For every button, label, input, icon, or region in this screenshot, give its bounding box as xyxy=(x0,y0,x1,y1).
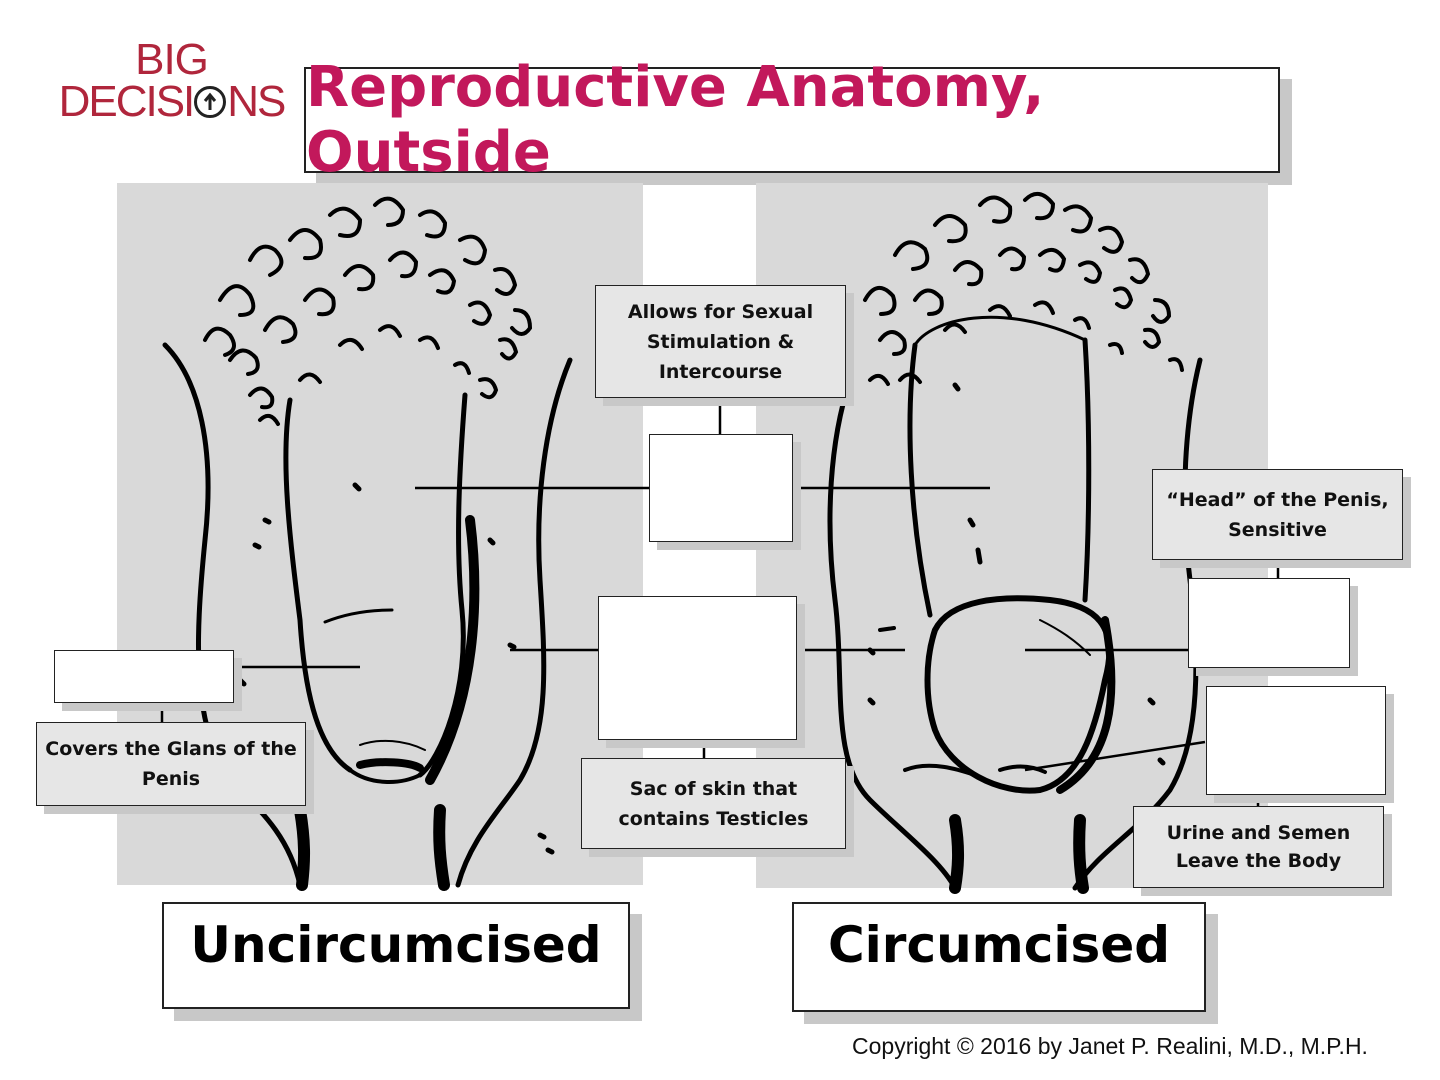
logo-line-1: BIG xyxy=(135,35,209,84)
uncircumcised-caption: Uncircumcised xyxy=(190,916,602,974)
circumcised-penis-drawing xyxy=(827,192,1203,894)
foreskin-function-label: Covers the Glans of the Penis xyxy=(36,722,306,806)
urethra-answer-box[interactable] xyxy=(1206,686,1386,795)
shaft-answer-box[interactable] xyxy=(649,434,793,542)
logo: BIG DECISI NS xyxy=(44,38,299,128)
scrotum-function-label: Sac of skin that contains Testicles xyxy=(581,758,846,849)
leader-lines xyxy=(160,398,1280,808)
uncircumcised-caption-box: Uncircumcised xyxy=(162,902,630,1009)
scrotum-answer-box[interactable] xyxy=(598,596,797,740)
glans-function-label: “Head” of the Penis, Sensitive xyxy=(1152,469,1403,560)
logo-line-2: DECISI NS xyxy=(44,80,299,124)
circumcised-caption-box: Circumcised xyxy=(792,902,1206,1012)
glans-answer-box[interactable] xyxy=(1188,578,1350,668)
urethra-function-text: Urine and Semen Leave the Body xyxy=(1166,822,1351,872)
circumcised-caption: Circumcised xyxy=(827,916,1171,974)
logo-text-right: NS xyxy=(227,77,286,126)
foreskin-answer-box[interactable] xyxy=(54,650,234,703)
foreskin-function-text: Covers the Glans of the Penis xyxy=(45,738,297,790)
shaft-function-text: Allows for Sexual Stimulation & Intercou… xyxy=(627,300,814,383)
shaft-function-label: Allows for Sexual Stimulation & Intercou… xyxy=(595,285,846,398)
title-box: Reproductive Anatomy, Outside xyxy=(304,55,1280,185)
urethra-function-label: Urine and Semen Leave the Body xyxy=(1133,806,1384,888)
scrotum-function-text: Sac of skin that contains Testicles xyxy=(618,777,809,830)
page-title: Reproductive Anatomy, Outside xyxy=(306,55,1045,185)
up-arrow-circle-icon xyxy=(194,86,227,118)
logo-text-left: DECISI xyxy=(58,77,196,126)
copyright-text: Copyright © 2016 by Janet P. Realini, M.… xyxy=(852,1033,1368,1059)
glans-function-text: “Head” of the Penis, Sensitive xyxy=(1166,488,1389,541)
uncircumcised-penis-drawing xyxy=(162,196,573,891)
